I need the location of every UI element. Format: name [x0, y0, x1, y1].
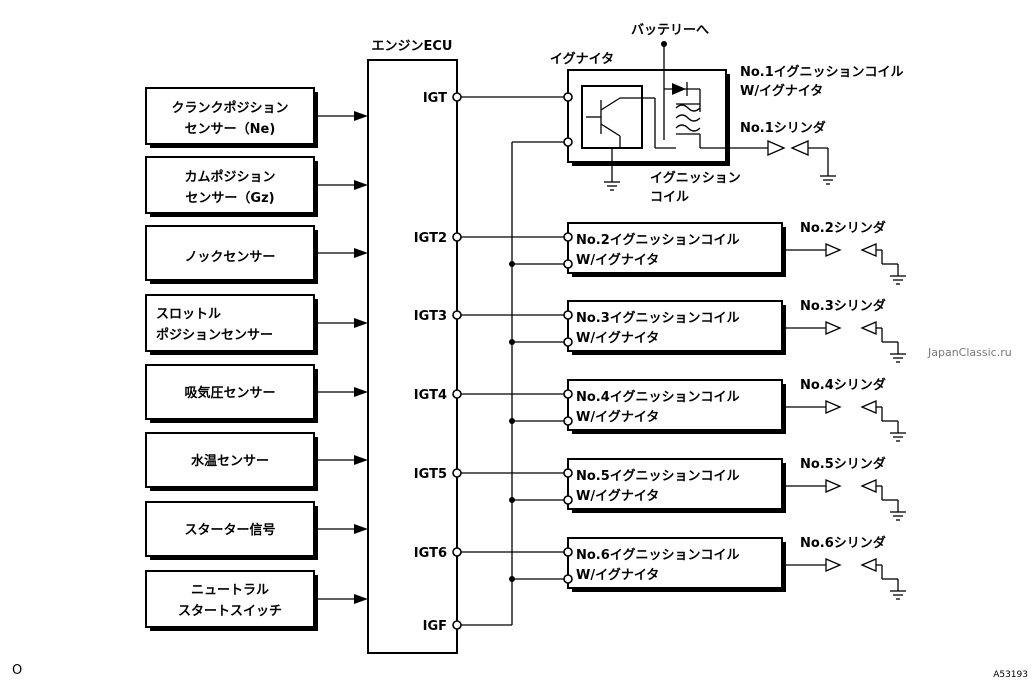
cylinder-label: No.2シリンダ: [800, 220, 886, 236]
sensor-label-line1: カムポジション: [184, 169, 275, 185]
coil-label-line2: W/イグナイタ: [576, 252, 659, 268]
sensor-label-line1: クランクポジション: [171, 100, 288, 116]
sensor-label-line1: スターター信号: [184, 522, 275, 538]
sensor-label-line2: ポジションセンサー: [156, 327, 273, 343]
ignition-coil-label-line1: イグニッション: [650, 170, 741, 186]
cylinder-label: No.4シリンダ: [800, 377, 886, 393]
coil-label-line2: W/イグナイタ: [576, 567, 659, 583]
sensor-starter-signal: スターター信号: [145, 501, 318, 560]
sensor-throttle-position: スロットル ポジションセンサー: [145, 294, 318, 355]
corner-mark: O: [12, 663, 22, 678]
coil-label-line2: W/イグナイタ: [576, 488, 659, 504]
ecu-pin-igf: IGF: [423, 619, 447, 634]
battery-label: バッテリーへ: [631, 23, 709, 38]
ecu-pin-igt4: IGT4: [414, 388, 447, 403]
ignition-coil-label-line2: コイル: [650, 190, 689, 205]
ecu-pin-igt6: IGT6: [414, 546, 447, 561]
coil-label-line1: No.5イグニッションコイル: [576, 468, 740, 484]
sensor-boxes: クランクポジション センサー（Ne) カムポジション センサー（Gz) ノックセ…: [145, 87, 318, 631]
sensor-label-line1: 吸気圧センサー: [184, 385, 275, 401]
sensor-label-line2: スタートスイッチ: [178, 604, 282, 619]
sensor-intake-pressure: 吸気圧センサー: [145, 364, 318, 423]
ecu-pin-igt3: IGT3: [414, 309, 447, 324]
sensor-label-line2: センサー（Gz): [185, 190, 274, 206]
coil-label-line1: No.4イグニッションコイル: [576, 389, 740, 405]
coil-label-line2: W/イグナイタ: [576, 330, 659, 346]
sensor-cam-position: カムポジション センサー（Gz): [145, 156, 318, 217]
sensor-label-line1: スロットル: [156, 307, 221, 322]
ecu-pin-igt2: IGT2: [414, 231, 447, 246]
sensor-label-line1: 水温センサー: [191, 453, 269, 469]
cylinder-label: No.5シリンダ: [800, 456, 886, 472]
ecu-pin-igt5: IGT5: [414, 467, 447, 482]
no1-coil-title-line2: W/イグナイタ: [740, 83, 823, 99]
no1-cylinder-label: No.1シリンダ: [740, 120, 826, 136]
coil-no5: No.5イグニッションコイル W/イグナイタ No.5シリンダ: [563, 456, 906, 521]
coil-label-line2: W/イグナイタ: [576, 409, 659, 425]
coil-label-line1: No.3イグニッションコイル: [576, 310, 740, 326]
sensor-water-temp: 水温センサー: [145, 432, 318, 491]
signal-wiring: [457, 96, 568, 626]
no1-ignition-coil-detail: バッテリーへ イグナイタ: [550, 23, 904, 205]
coil-no6: No.6イグニッションコイル W/イグナイタ No.6シリンダ: [563, 535, 906, 600]
sensor-crank-position: クランクポジション センサー（Ne): [145, 87, 318, 148]
coil-no4: No.4イグニッションコイル W/イグナイタ No.4シリンダ: [563, 377, 906, 442]
sensor-label-line1: ニュートラル: [191, 583, 269, 598]
cylinder-label: No.3シリンダ: [800, 298, 886, 314]
sensor-label-line1: ノックセンサー: [185, 250, 276, 265]
ecu-terminals: [452, 92, 462, 630]
ecu-pin-igt: IGT: [423, 91, 447, 106]
coil-no2: No.2イグニッションコイル W/イグナイタ No.2シリンダ: [563, 220, 906, 285]
cylinder-label: No.6シリンダ: [800, 535, 886, 551]
watermark: JapanClassic.ru: [927, 346, 1012, 359]
ecu-title: エンジンECU: [372, 39, 453, 54]
coil-label-line1: No.2イグニッションコイル: [576, 232, 740, 248]
sensor-neutral-start-switch: ニュートラル スタートスイッチ: [145, 570, 318, 631]
no1-coil-title-line1: No.1イグニッションコイル: [740, 64, 904, 80]
sensor-arrows: [318, 111, 368, 604]
sensor-label-line2: センサー（Ne): [185, 121, 276, 137]
coil-no3: No.3イグニッションコイル W/イグナイタ No.3シリンダ: [563, 298, 906, 363]
figure-id: A53193: [993, 670, 1028, 680]
igniter-label: イグナイタ: [550, 51, 614, 67]
coil-label-line1: No.6イグニッションコイル: [576, 547, 740, 563]
engine-ecu: エンジンECU IGT IGT2 IGT3 IGT4 IGT5 IGT6 IGF: [367, 39, 458, 654]
sensor-knock: ノックセンサー: [145, 225, 318, 284]
